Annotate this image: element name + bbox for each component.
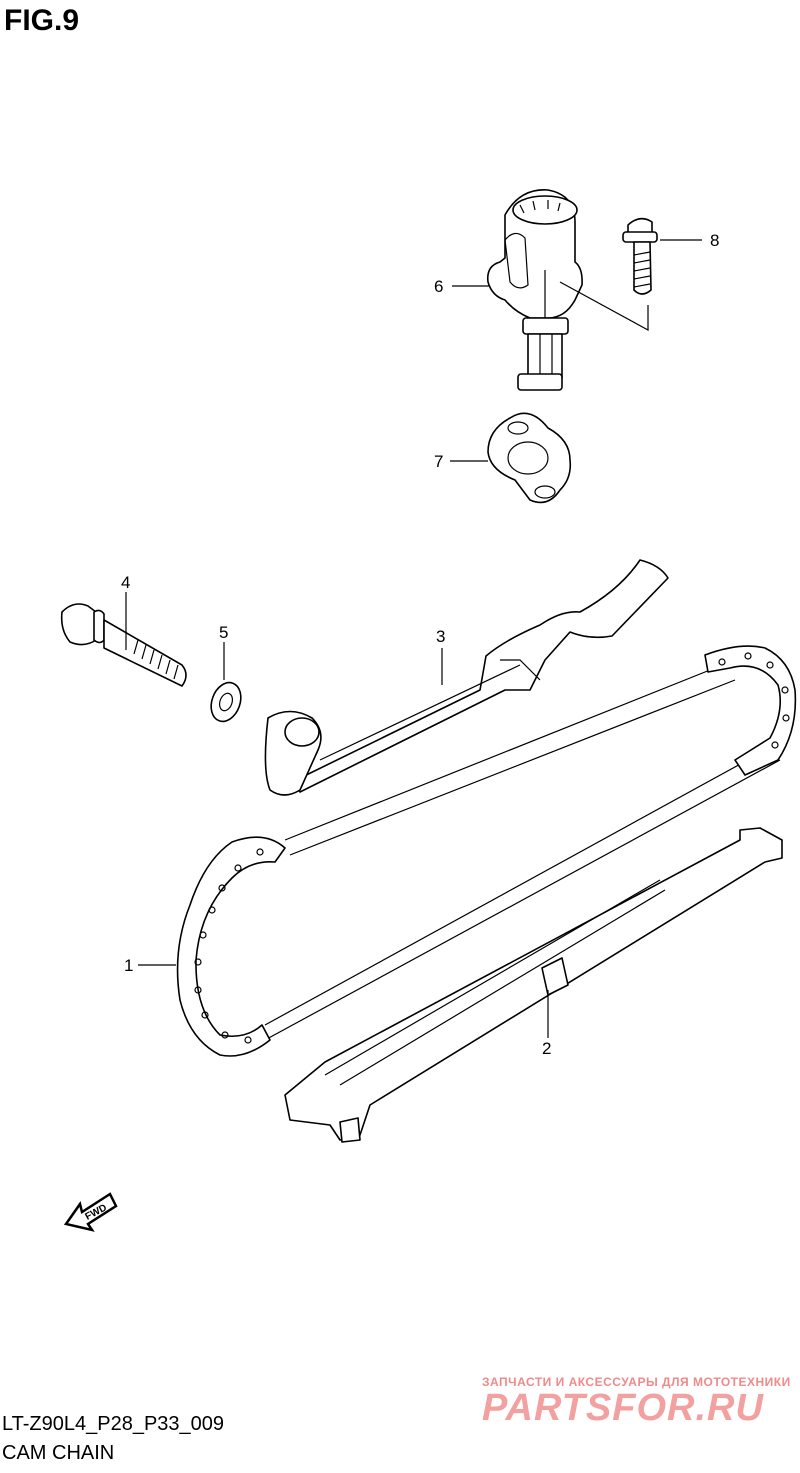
callout-1[interactable]: 1 [124, 956, 133, 975]
callout-3[interactable]: 3 [436, 627, 445, 646]
fwd-arrow: FWD [63, 1192, 118, 1232]
callout-8[interactable]: 8 [710, 231, 719, 250]
callout-leaders [125, 239, 702, 1038]
callout-2[interactable]: 2 [542, 1039, 551, 1058]
part-6-tensioner-adjuster[interactable] [486, 189, 649, 391]
part-3-tensioner-guide[interactable] [264, 559, 669, 796]
figure-title: FIG.9 [4, 4, 80, 37]
callout-7[interactable]: 7 [434, 452, 443, 471]
callout-6[interactable]: 6 [434, 277, 443, 296]
part-2-chain-guide[interactable] [284, 827, 783, 1143]
diagram-code: LT-Z90L4_P28_P33_009 [2, 1413, 225, 1435]
part-8-bolt[interactable] [622, 217, 658, 295]
watermark-tagline: ЗАПЧАСТИ И АКСЕССУАРЫ ДЛЯ МОТОТЕХНИКИ [482, 1375, 791, 1389]
part-1-cam-chain[interactable] [176, 645, 797, 1057]
part-7-gasket[interactable] [487, 412, 572, 504]
callout-4[interactable]: 4 [121, 573, 130, 592]
diagram-name: CAM CHAIN [2, 1442, 115, 1464]
part-5-washer[interactable] [206, 678, 246, 725]
part-4-bolt[interactable] [60, 603, 187, 687]
watermark: ЗАПЧАСТИ И АКСЕССУАРЫ ДЛЯ МОТОТЕХНИКИ PA… [482, 1375, 792, 1430]
callout-5[interactable]: 5 [219, 623, 228, 642]
watermark-logo: PARTSFOR.RU [482, 1387, 764, 1429]
